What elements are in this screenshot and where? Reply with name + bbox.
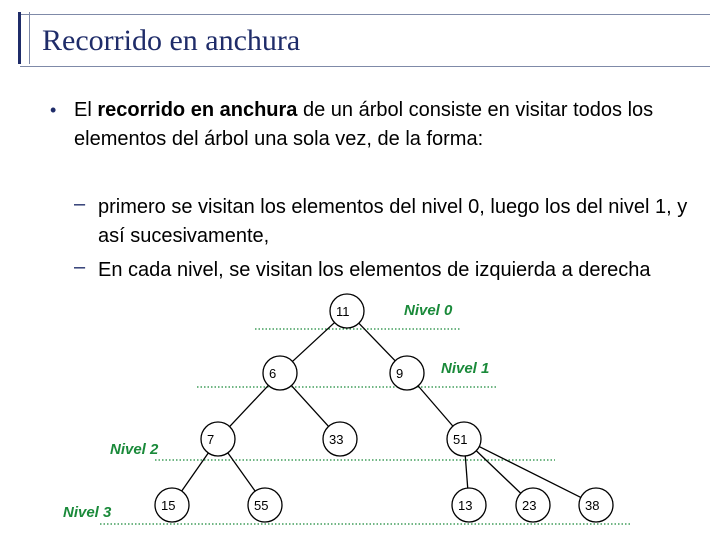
tree-node: 23 — [515, 487, 551, 523]
sub-bullet-dash-icon: – — [74, 256, 86, 278]
tree-node: 9 — [389, 355, 425, 391]
tree-node: 51 — [446, 421, 482, 457]
tree-node-label: 11 — [336, 304, 350, 319]
tree-edge — [417, 385, 454, 427]
tree-node-label: 23 — [522, 498, 536, 513]
tree-node: 33 — [322, 421, 358, 457]
tree-node-label: 7 — [207, 432, 214, 447]
tree-node-label: 6 — [269, 366, 276, 381]
tree-edge — [478, 446, 582, 498]
bullet-suffix: de un árbol consiste en visitar todos lo… — [74, 99, 654, 150]
level-label: Nivel 1 — [441, 360, 489, 377]
slide-title: Recorrido en anchura — [42, 24, 301, 57]
top-rule — [20, 14, 710, 15]
sub-bullet-1: primero se visitan los elementos del niv… — [98, 196, 688, 247]
tree-node-label: 9 — [396, 366, 403, 381]
title-accent-line — [29, 12, 30, 64]
tree-node-circle — [329, 293, 365, 329]
sub-bullet-2: En cada nivel, se visitan los elementos … — [98, 259, 651, 281]
bullet-bold: recorrido en anchura — [97, 99, 298, 121]
tree-node-circle — [389, 355, 425, 391]
tree-edge — [464, 455, 469, 489]
title-rule — [20, 66, 710, 67]
title-accent-bar — [18, 12, 21, 64]
tree-node: 13 — [451, 487, 487, 523]
tree-node-label: 13 — [458, 498, 472, 513]
tree-node-label: 38 — [585, 498, 599, 513]
tree-edge — [358, 322, 396, 362]
tree-edge — [475, 450, 522, 494]
tree-node: 55 — [247, 487, 283, 523]
bullet-text: El recorrido en anchura de un árbol cons… — [74, 96, 694, 154]
tree-node-circle — [200, 421, 236, 457]
tree-edge — [229, 384, 269, 428]
tree-node-label: 15 — [161, 498, 175, 513]
level-label: Nivel 3 — [63, 504, 112, 521]
tree-node: 15 — [154, 487, 190, 523]
tree-node: 7 — [200, 421, 236, 457]
tree-node-label: 33 — [329, 432, 343, 447]
tree-node-label: 51 — [453, 432, 467, 447]
tree-edge — [290, 385, 330, 427]
tree-node-circle — [262, 355, 298, 391]
tree-node-circle — [247, 487, 283, 523]
tree-edge — [227, 452, 256, 492]
tree-node-circle — [515, 487, 551, 523]
level-label: Nivel 0 — [404, 302, 453, 319]
tree-node-circle — [446, 421, 482, 457]
tree-node: 38 — [578, 487, 614, 523]
level-label: Nivel 2 — [110, 441, 159, 458]
tree-edge — [181, 452, 209, 492]
tree-node-circle — [154, 487, 190, 523]
tree-edge — [292, 322, 335, 362]
tree-node-circle — [322, 421, 358, 457]
tree-node-label: 55 — [254, 498, 268, 513]
tree-node: 6 — [262, 355, 298, 391]
tree-node-circle — [578, 487, 614, 523]
tree-node: 11 — [329, 293, 365, 329]
tree-node-circle — [451, 487, 487, 523]
sub-bullet-dash-icon: – — [74, 193, 86, 215]
bullet-prefix: El — [74, 99, 98, 121]
bullet-dot-icon: • — [50, 100, 57, 120]
